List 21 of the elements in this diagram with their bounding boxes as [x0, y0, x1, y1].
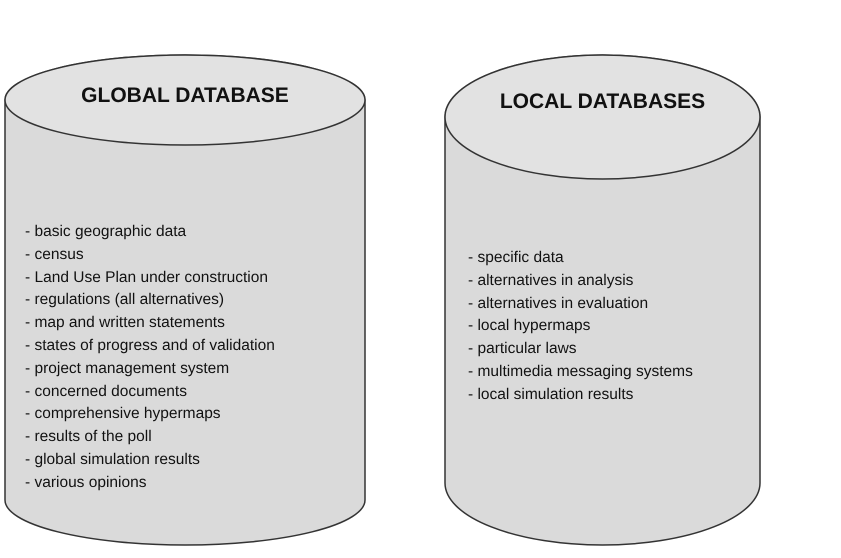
list-item: - various opinions [25, 472, 148, 493]
list-item: - project management system [25, 358, 230, 379]
list-item: - regulations (all alternatives) [25, 290, 226, 310]
list-item: - census [25, 244, 85, 265]
list-item: - map and written statements [25, 313, 226, 334]
cylinder-heading: GLOBAL DATABASE [80, 84, 290, 108]
list-item: - Land Use Plan under construction [25, 268, 269, 288]
list-item: - local simulation results [468, 384, 634, 405]
cylinder-heading: LOCAL DATABASES [498, 90, 706, 114]
list-item: - specific data [468, 248, 565, 268]
list-item: - particular laws [468, 339, 578, 360]
list-item: - global simulation results [25, 450, 201, 470]
list-item: - alternatives in analysis [468, 270, 634, 291]
list-item: - local hypermaps [468, 316, 592, 336]
list-item: - multimedia messaging systems [468, 362, 693, 382]
list-item: - concerned documents [25, 382, 188, 402]
list-item: - alternatives in evaluation [468, 294, 650, 314]
list-item: - basic geographic data [25, 222, 188, 242]
list-item: - comprehensive hypermaps [25, 404, 222, 424]
list-item: - states of progress and of validation [25, 336, 275, 356]
list-item: - results of the poll [25, 427, 153, 448]
